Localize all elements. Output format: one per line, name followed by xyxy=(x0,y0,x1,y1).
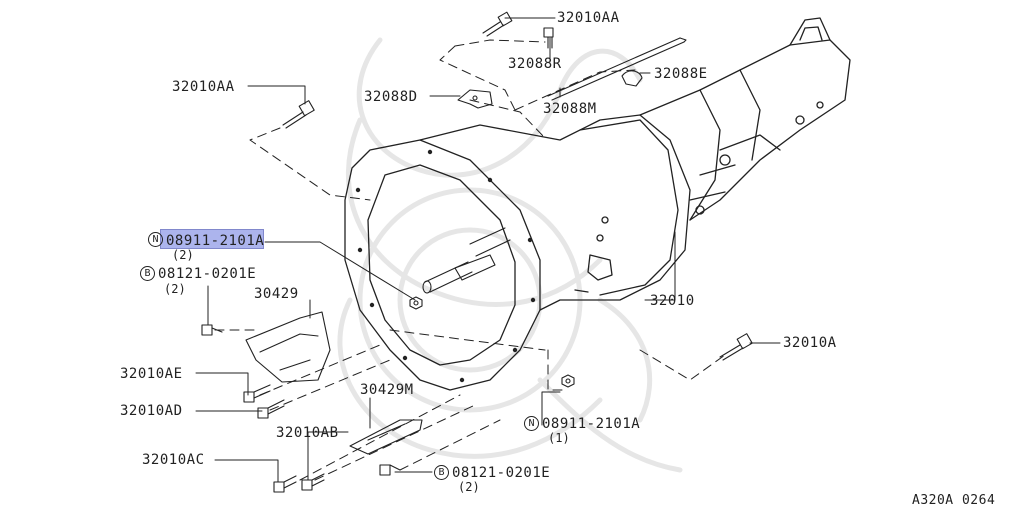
leader-lines xyxy=(195,17,781,483)
callout-32010[interactable]: 32010 xyxy=(650,293,695,309)
bolt-32010AB xyxy=(301,473,325,491)
callout-32010AC[interactable]: 32010AC xyxy=(142,452,205,468)
callout-30429[interactable]: 30429 xyxy=(254,286,299,302)
bolt-08121-bottom xyxy=(379,464,401,476)
clip-32088E xyxy=(621,70,643,87)
shift-rod-32088M xyxy=(547,37,687,101)
callout-32088M[interactable]: 32088M xyxy=(543,101,597,117)
drawing-code: A320A 0264 xyxy=(912,493,996,508)
callout-32010AA-top[interactable]: 32010AA xyxy=(557,10,620,26)
callout-32010A[interactable]: 32010A xyxy=(783,335,837,351)
callout-32010AA-left[interactable]: 32010AA xyxy=(172,79,235,95)
bolt-mark-bottom-icon: B xyxy=(434,465,449,480)
callout-32088D[interactable]: 32088D xyxy=(364,89,418,105)
callout-32010AD[interactable]: 32010AD xyxy=(120,403,183,419)
input-shaft xyxy=(422,227,511,294)
qty-08911-2101A-top: (2) xyxy=(172,248,194,262)
bolt-mark-icon: B xyxy=(140,266,155,281)
bolt-32088R xyxy=(543,27,554,49)
callout-32010AE[interactable]: 32010AE xyxy=(120,366,183,382)
qty-08121-0201E-left: (2) xyxy=(164,282,186,296)
nut-08911-bottom xyxy=(561,374,575,388)
nut-mark-icon: N xyxy=(148,232,163,247)
bolt-left-32010AA xyxy=(282,100,315,129)
main-case xyxy=(419,17,851,311)
qty-08121-0201E-bottom: (2) xyxy=(458,480,480,494)
callout-08121-0201E-bottom[interactable]: 08121-0201E xyxy=(452,465,551,481)
qty-08911-2101A-bottom: (1) xyxy=(548,431,570,445)
nut-08911-top xyxy=(409,296,423,310)
clip-32088D xyxy=(457,89,493,109)
callout-08121-0201E-left[interactable]: 08121-0201E xyxy=(158,266,257,282)
bolt-32010A xyxy=(719,333,753,361)
guide-lines xyxy=(214,39,726,481)
bolt-32010AC xyxy=(273,475,297,493)
callout-32088R[interactable]: 32088R xyxy=(508,56,562,72)
bolt-08121-left xyxy=(201,324,223,336)
bracket-30429 xyxy=(245,311,331,383)
bolt-top-32010AA xyxy=(482,11,513,37)
bolt-32010AE xyxy=(243,384,271,403)
nut-mark-bottom-icon: N xyxy=(524,416,539,431)
callout-32010AB[interactable]: 32010AB xyxy=(276,425,339,441)
callout-08911-2101A-bottom[interactable]: 08911-2101A xyxy=(542,416,641,432)
callout-08911-2101A-top[interactable]: 08911-2101A xyxy=(166,233,265,249)
callout-30429M[interactable]: 30429M xyxy=(360,382,414,398)
callout-32088E[interactable]: 32088E xyxy=(654,66,708,82)
bracket-30429M xyxy=(349,419,423,455)
bell-housing xyxy=(344,139,541,391)
bolt-32010AD xyxy=(257,399,285,419)
